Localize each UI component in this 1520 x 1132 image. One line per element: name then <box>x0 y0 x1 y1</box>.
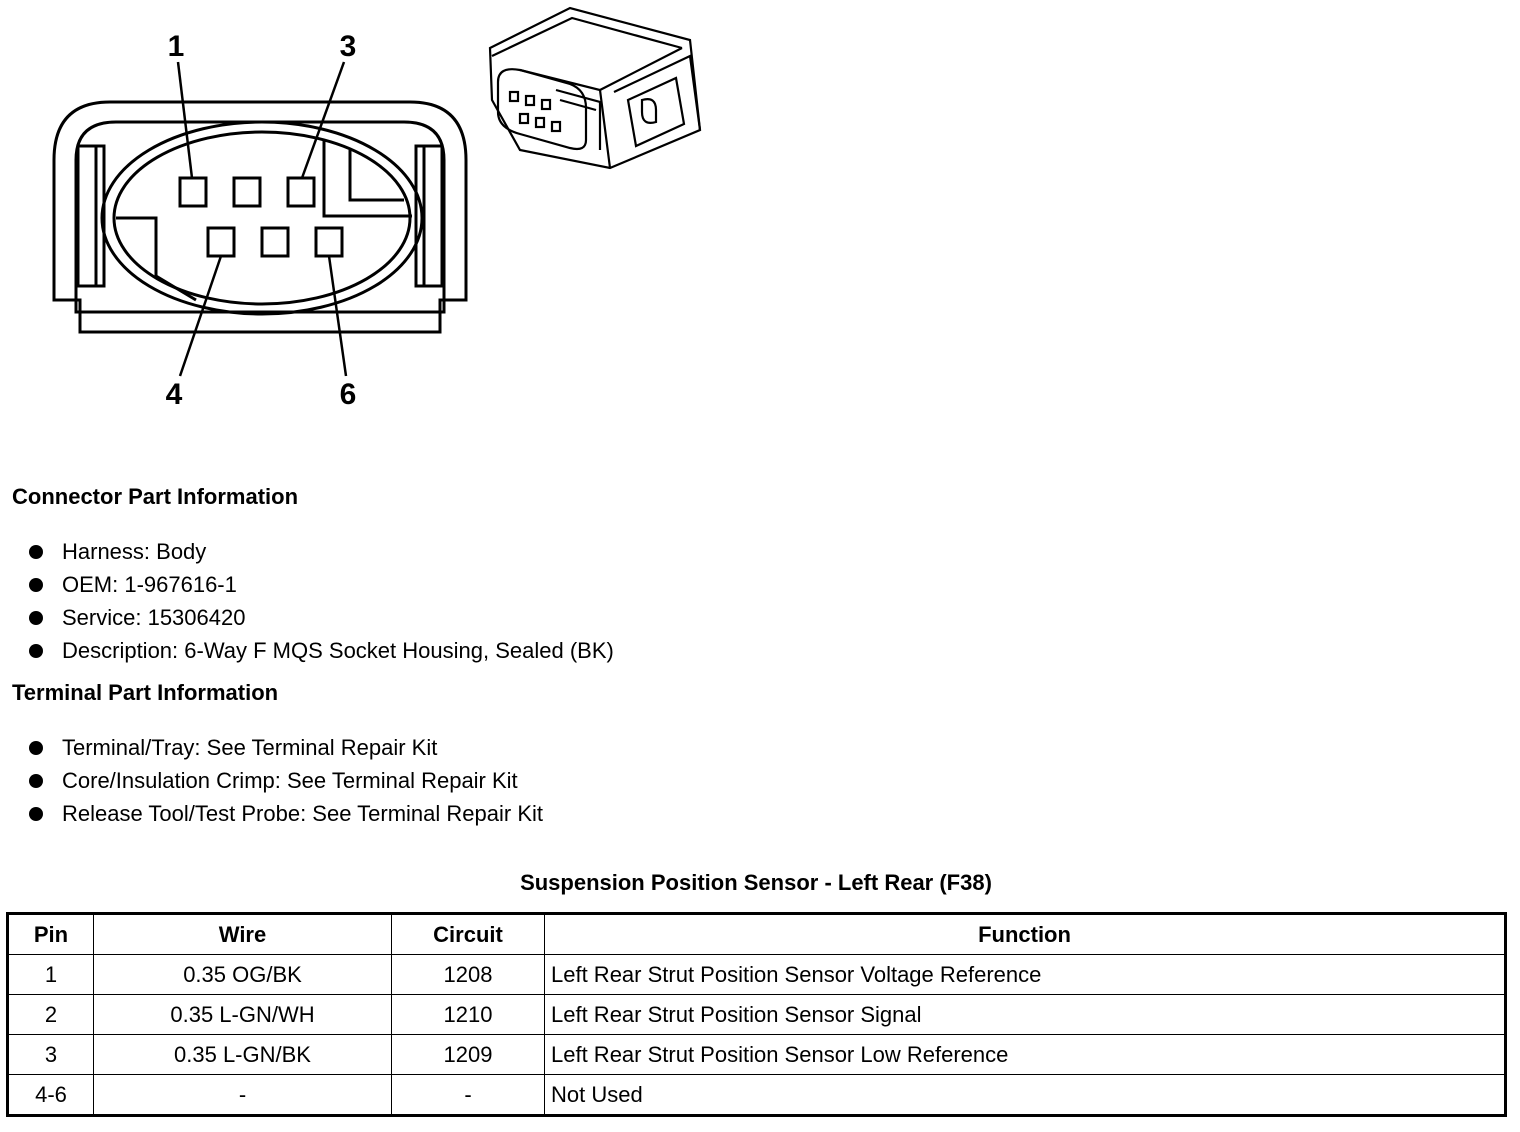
pin-callout-1: 1 <box>168 30 185 63</box>
cell-pin: 3 <box>7 1034 94 1075</box>
connector-diagram: 1 3 4 6 <box>52 6 702 411</box>
connector-face-view <box>52 100 468 334</box>
table-row: 3 0.35 L-GN/BK 1209 Left Rear Strut Posi… <box>7 1034 1506 1075</box>
pin-cavity-5 <box>260 226 290 258</box>
list-item-text: Core/Insulation Crimp: See Terminal Repa… <box>62 768 518 793</box>
bullet-icon <box>29 807 43 821</box>
list-item: Service: 15306420 <box>0 604 614 637</box>
connector-part-info-list: Harness: Body OEM: 1-967616-1 Service: 1… <box>0 538 614 670</box>
cell-pin: 2 <box>7 994 94 1035</box>
terminal-part-info-list: Terminal/Tray: See Terminal Repair Kit C… <box>0 734 543 833</box>
connector-isometric-illustration <box>488 6 702 170</box>
list-item-text: Service: 15306420 <box>62 605 246 630</box>
cell-circuit: - <box>391 1074 545 1116</box>
list-item-text: Harness: Body <box>62 539 207 564</box>
table-row: 2 0.35 L-GN/WH 1210 Left Rear Strut Posi… <box>7 994 1506 1035</box>
table-header-row: Pin Wire Circuit Function <box>7 913 1506 955</box>
table-title: Suspension Position Sensor - Left Rear (… <box>520 870 992 895</box>
list-item: Terminal/Tray: See Terminal Repair Kit <box>0 734 543 767</box>
terminal-part-info-heading: Terminal Part Information <box>12 680 279 705</box>
connector-part-info-heading: Connector Part Information <box>12 484 299 509</box>
pinout-table: Pin Wire Circuit Function 1 0.35 OG/BK 1… <box>6 912 1507 1117</box>
list-item-text: Terminal/Tray: See Terminal Repair Kit <box>62 735 438 760</box>
cell-pin: 1 <box>7 954 94 995</box>
pin-callout-6: 6 <box>340 378 357 411</box>
list-item-text: Release Tool/Test Probe: See Terminal Re… <box>62 801 543 826</box>
list-item: Core/Insulation Crimp: See Terminal Repa… <box>0 767 543 800</box>
pin-cavity-2 <box>232 176 262 208</box>
pin-callout-4: 4 <box>166 378 183 411</box>
cell-function: Left Rear Strut Position Sensor Signal <box>544 994 1506 1035</box>
bullet-icon <box>29 741 43 755</box>
list-item: Release Tool/Test Probe: See Terminal Re… <box>0 800 543 833</box>
cell-function: Not Used <box>544 1074 1506 1116</box>
pin-cavity-1 <box>178 176 208 208</box>
cell-circuit: 1208 <box>391 954 545 995</box>
cell-pin: 4-6 <box>7 1074 94 1116</box>
bullet-icon <box>29 578 43 592</box>
list-item: Harness: Body <box>0 538 614 571</box>
column-header-circuit: Circuit <box>391 913 545 955</box>
column-header-wire: Wire <box>93 913 392 955</box>
pin-callout-3: 3 <box>340 30 357 63</box>
table-row: 4-6 - - Not Used <box>7 1074 1506 1116</box>
column-header-function: Function <box>544 913 1506 955</box>
cell-wire: 0.35 OG/BK <box>93 954 392 995</box>
bullet-icon <box>29 611 43 625</box>
pin-cavity-3 <box>286 176 316 208</box>
cell-wire: - <box>93 1074 392 1116</box>
list-item: OEM: 1-967616-1 <box>0 571 614 604</box>
bullet-icon <box>29 644 43 658</box>
table-row: 1 0.35 OG/BK 1208 Left Rear Strut Positi… <box>7 954 1506 995</box>
cell-wire: 0.35 L-GN/WH <box>93 994 392 1035</box>
list-item-text: Description: 6-Way F MQS Socket Housing,… <box>62 638 614 663</box>
pin-cavity-6 <box>314 226 344 258</box>
pin-leader-lines <box>176 61 348 377</box>
bullet-icon <box>29 545 43 559</box>
pin-cavities <box>178 176 344 258</box>
cell-circuit: 1210 <box>391 994 545 1035</box>
cell-function: Left Rear Strut Position Sensor Voltage … <box>544 954 1506 995</box>
bullet-icon <box>29 774 43 788</box>
list-item: Description: 6-Way F MQS Socket Housing,… <box>0 637 614 670</box>
cell-circuit: 1209 <box>391 1034 545 1075</box>
cell-function: Left Rear Strut Position Sensor Low Refe… <box>544 1034 1506 1075</box>
pin-cavity-4 <box>206 226 236 258</box>
list-item-text: OEM: 1-967616-1 <box>62 572 237 597</box>
cell-wire: 0.35 L-GN/BK <box>93 1034 392 1075</box>
column-header-pin: Pin <box>7 913 94 955</box>
